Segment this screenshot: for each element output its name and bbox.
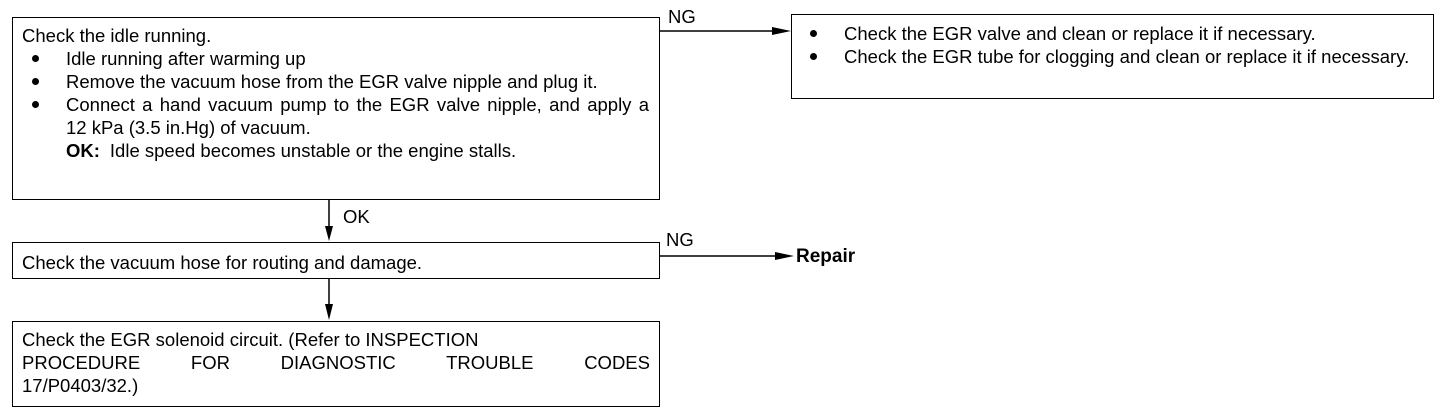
solenoid-line-3: 17/P0403/32.) [22,375,139,396]
ok-criteria-label: OK: [66,140,100,161]
egr-valve-check-box: Check the EGR valve and clean or replace… [791,14,1434,99]
solenoid-line-2: PROCEDURE FOR DIAGNOSTIC TROUBLE CODES [22,352,650,373]
ng-label-1: NG [668,6,696,27]
idle-check-box: Check the idle running. Idle running aft… [12,17,660,200]
ok-criteria-text: Idle speed becomes unstable or the engin… [109,140,517,161]
ok-criteria: OK: Idle speed becomes unstable or the en… [22,139,649,162]
vacuum-hose-check-box: Check the vacuum hose for routing and da… [12,242,660,279]
ok-arrow-head [325,226,333,241]
solenoid-line-1: Check the EGR solenoid circuit. (Refer t… [22,329,479,350]
egr-step-1: Check the EGR valve and clean or replace… [800,22,1421,45]
vacuum-hose-check-text: Check the vacuum hose for routing and da… [22,252,423,273]
repair-result: Repair [796,246,856,267]
ng-label-2: NG [666,229,694,250]
egr-solenoid-check-box: Check the EGR solenoid circuit. (Refer t… [12,321,660,407]
idle-step-1: Idle running after warming up [22,47,649,70]
idle-step-3: Connect a hand vacuum pump to the EGR va… [22,93,649,139]
idle-check-steps: Idle running after warming up Remove the… [22,47,649,139]
egr-step-2: Check the EGR tube for clogging and clea… [800,45,1421,68]
egr-check-steps: Check the EGR valve and clean or replace… [800,22,1421,68]
ng-arrow-2-head [775,252,794,260]
down-arrow-head [325,304,333,320]
ok-arrow-label: OK [343,206,370,227]
idle-check-title: Check the idle running. [22,25,212,46]
idle-step-2: Remove the vacuum hose from the EGR valv… [22,70,649,93]
ng-arrow-1-head [772,27,791,35]
